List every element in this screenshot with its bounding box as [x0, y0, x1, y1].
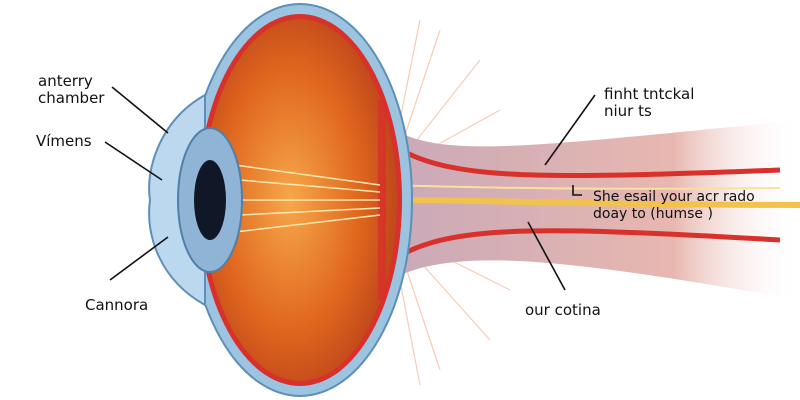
- label-line: anterry: [38, 72, 93, 90]
- leader-lines: [104, 86, 596, 291]
- label-line: She esail your acr rado: [593, 189, 755, 205]
- pupil: [194, 160, 226, 240]
- label-nerve-note: She esail your acr rado doay to (humse ): [593, 189, 755, 223]
- label-lens: Vímens: [36, 132, 92, 150]
- label-line: niur ts: [604, 102, 652, 120]
- label-line: finht tntckal: [604, 85, 695, 103]
- label-cornea: Cannora: [85, 296, 149, 314]
- optic-nerve: [380, 120, 800, 300]
- label-retina: our cotina: [525, 301, 601, 319]
- label-line: chamber: [38, 89, 105, 107]
- light-rays: [234, 164, 381, 233]
- label-line: doay to (humse ): [593, 206, 713, 222]
- label-optic-nerve: finht tntckal niur ts: [604, 86, 694, 120]
- label-anterior-chamber: anterry chamber: [38, 73, 104, 107]
